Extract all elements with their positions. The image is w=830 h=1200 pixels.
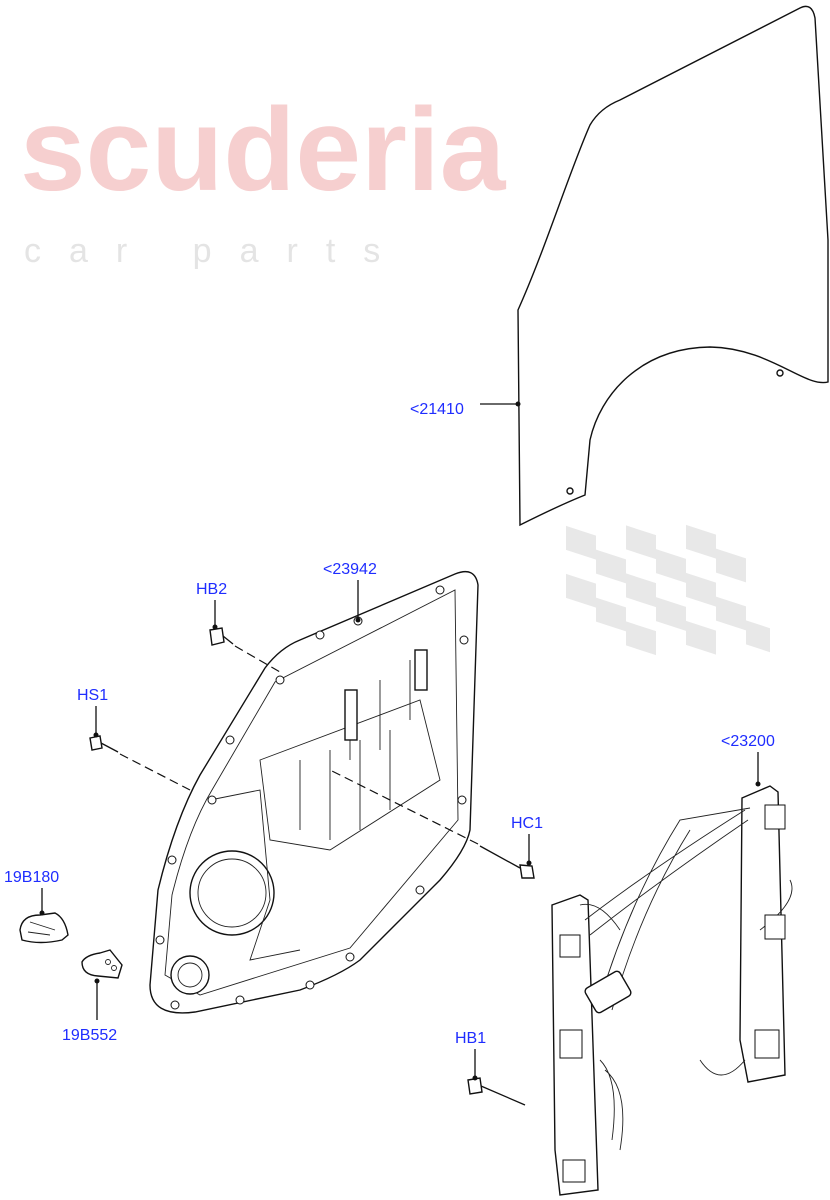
watermark-subtitle: car parts [24,232,408,270]
switch-19b552-part [81,949,123,979]
callout-label[interactable]: HC1 [511,815,543,832]
callout-23942[interactable]: <23942 [323,561,377,623]
clip-hc1-part [329,769,535,879]
callout-21410[interactable]: <21410 [410,401,521,418]
callout-label[interactable]: <23200 [721,733,775,750]
callout-label[interactable]: HB2 [196,581,227,598]
callout-label[interactable]: 19B180 [4,869,59,886]
callout-label[interactable]: HB1 [455,1030,486,1047]
callout-label[interactable]: <21410 [410,401,464,418]
callout-label[interactable]: HS1 [77,687,108,704]
checkered-flag-logo [566,524,770,656]
callout-label[interactable]: 19B552 [62,1027,117,1044]
callout-hb2[interactable]: HB2 [196,581,227,630]
switch-19b180-part [19,912,69,944]
callout-hb1[interactable]: HB1 [455,1030,486,1081]
door-trim-carrier-part [149,570,479,1014]
callout-19b180[interactable]: 19B180 [4,869,59,916]
bolt-hb1-part [467,1077,526,1106]
bolt-hb2-part [209,627,281,673]
watermark-brand: scuderia [20,84,507,216]
door-glass-part [517,5,829,527]
callout-19b552[interactable]: 19B552 [62,978,117,1045]
callout-hc1[interactable]: HC1 [511,815,543,866]
callout-23200[interactable]: <23200 [721,733,775,787]
callout-hs1[interactable]: HS1 [77,687,108,738]
screw-hs1-part [89,735,191,791]
watermark: scuderia car parts [20,84,770,656]
window-regulator-part [551,785,793,1196]
callout-label[interactable]: <23942 [323,561,377,578]
